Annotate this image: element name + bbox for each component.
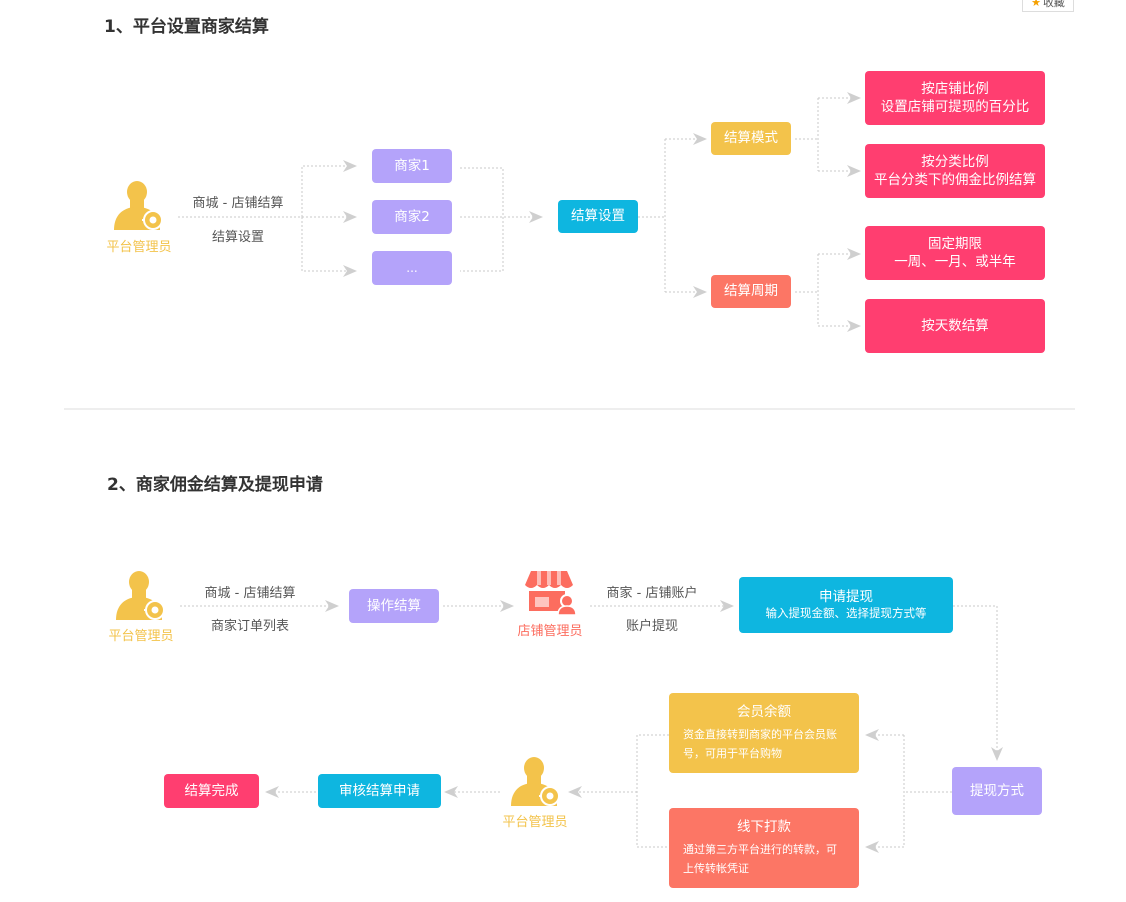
favorite-button[interactable]: ★ 收藏 — [1022, 0, 1074, 12]
star-icon: ★ — [1031, 0, 1041, 9]
section1-title: 1、平台设置商家结算 — [104, 17, 269, 37]
withdrawal-method-node: 提现方式 — [952, 767, 1042, 815]
section2-title: 2、商家佣金结算及提现申请 — [107, 475, 323, 495]
merchant-node-2: 商家2 — [372, 200, 452, 234]
mode-option-category: 按分类比例平台分类下的佣金比例结算 — [865, 144, 1045, 198]
role-label: 平台管理员 — [108, 629, 174, 644]
role-label: 平台管理员 — [106, 240, 172, 255]
admin-gear-icon — [112, 180, 164, 232]
admin-gear-icon — [509, 756, 561, 808]
cycle-option-days: 按天数结算 — [865, 299, 1045, 353]
edge-label: 商家订单列表 — [210, 619, 289, 634]
edge-label: 账户提现 — [625, 619, 678, 634]
settlement-settings-node: 结算设置 — [558, 200, 638, 233]
merchant-node-more: ... — [372, 251, 452, 285]
apply-withdrawal-node: 申请提现 输入提现金额、选择提现方式等 — [739, 577, 953, 633]
role-label: 店铺管理员 — [517, 624, 583, 639]
settlement-mode-node: 结算模式 — [711, 122, 791, 155]
edge-label: 商家 - 店铺账户 — [606, 586, 698, 601]
edge-label: 商城 - 店铺结算 — [192, 196, 284, 211]
edge-label: 结算设置 — [211, 230, 264, 245]
cycle-option-fixed: 固定期限一周、一月、或半年 — [865, 226, 1045, 280]
offline-payment-node: 线下打款 通过第三方平台进行的转款，可上传转帐凭证 — [669, 808, 859, 888]
mode-option-store: 按店铺比例设置店铺可提现的百分比 — [865, 71, 1045, 125]
member-balance-node: 会员余额 资金直接转到商家的平台会员账号，可用于平台购物 — [669, 693, 859, 773]
store-icon — [525, 569, 577, 616]
merchant-node-1: 商家1 — [372, 149, 452, 183]
favorite-label: 收藏 — [1042, 0, 1065, 9]
review-settlement-node: 审核结算申请 — [318, 774, 441, 808]
edge-label: 商城 - 店铺结算 — [204, 586, 296, 601]
role-label: 平台管理员 — [502, 815, 568, 830]
settlement-cycle-node: 结算周期 — [711, 275, 791, 308]
operate-settlement-node: 操作结算 — [349, 589, 439, 623]
settlement-complete-node: 结算完成 — [164, 774, 259, 808]
admin-gear-icon — [114, 570, 166, 622]
